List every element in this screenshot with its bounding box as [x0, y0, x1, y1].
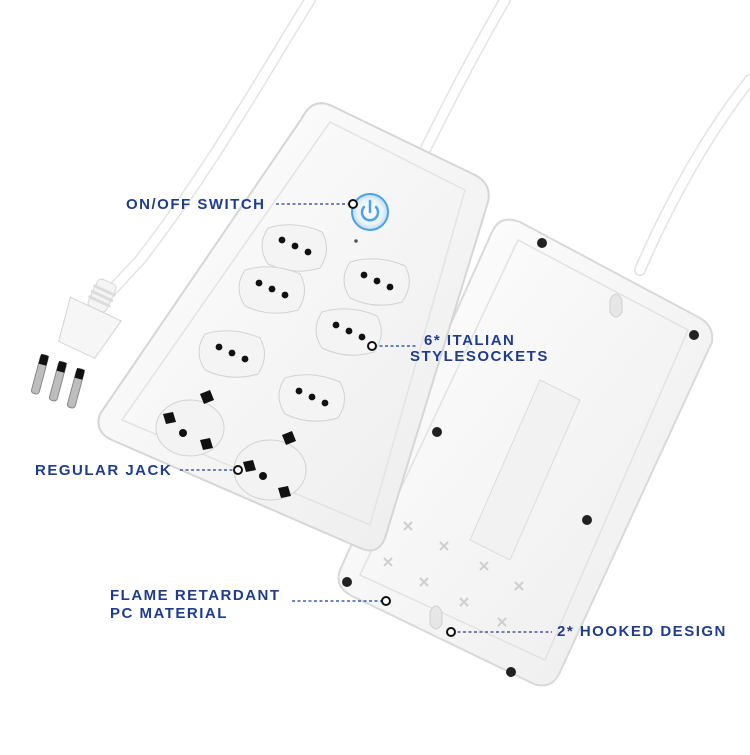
italian-socket: [315, 308, 382, 356]
italian-socket: [261, 224, 327, 272]
callout-sockets-line1: 6* ITALIAN: [424, 332, 516, 349]
universal-jack: [155, 390, 225, 457]
power-icon: [351, 193, 389, 243]
italian-socket: [343, 258, 410, 306]
power-strip-back: [337, 218, 714, 687]
cable: [415, 0, 510, 165]
plug-icon: [30, 278, 122, 409]
callout-hook: 2* HOOKED DESIGN: [557, 623, 727, 640]
callout-jack: REGULAR JACK: [35, 462, 173, 479]
callout-sockets-line2: STYLESOCKETS: [410, 348, 549, 365]
callout-material-line1: FLAME RETARDANT: [110, 587, 281, 604]
cable: [107, 0, 315, 295]
cable: [635, 75, 750, 275]
power-strip-front: [97, 102, 490, 552]
italian-socket: [278, 374, 345, 422]
callout-material-line2: PC MATERIAL: [110, 605, 228, 622]
italian-socket: [238, 266, 305, 314]
callout-switch: ON/OFF SWITCH: [126, 196, 266, 213]
italian-socket: [198, 330, 265, 378]
